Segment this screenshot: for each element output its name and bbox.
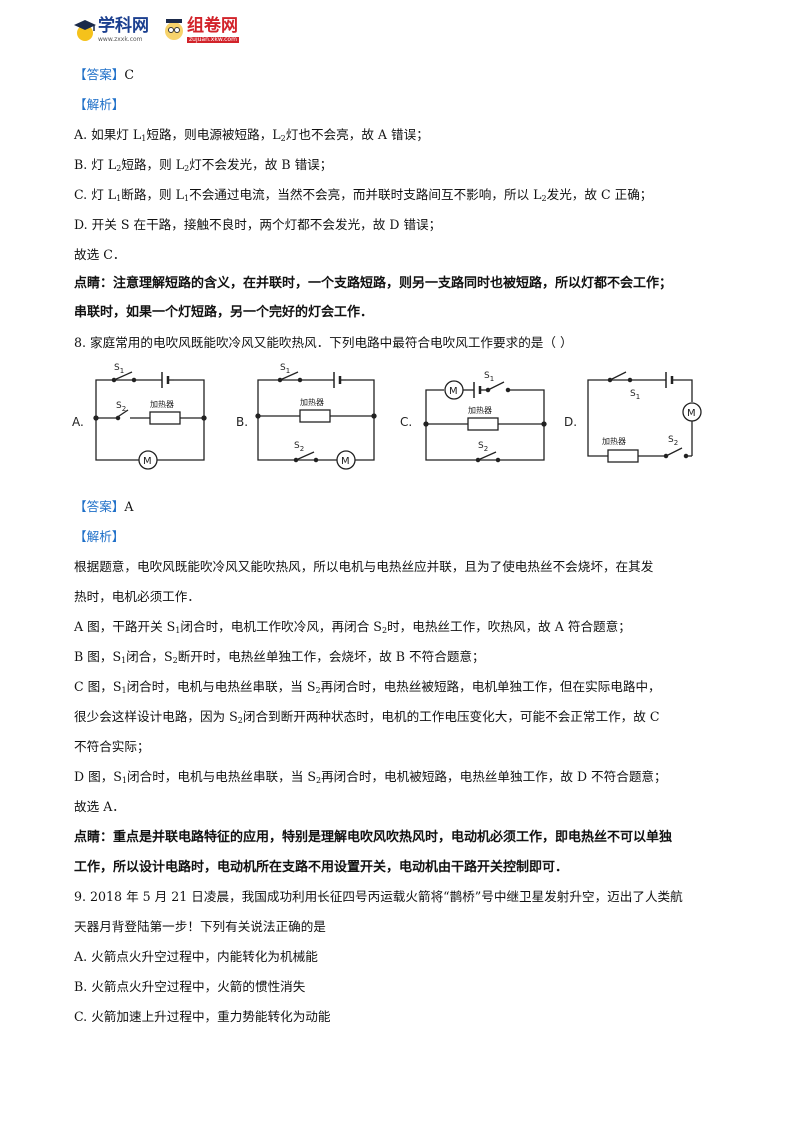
heater-label-a: 加热器 bbox=[150, 399, 174, 409]
s1-label-a: S1 bbox=[114, 363, 124, 375]
q8-option-c-line2: 很少会这样设计电路，因为 S2闭合到断开两种状态时，电机的工作电压变化大，可能不… bbox=[74, 709, 660, 725]
label-c: C. bbox=[400, 415, 412, 429]
answer-value: C bbox=[124, 67, 135, 82]
q9-option-c: C. 火箭加速上升过程中，重力势能转化为动能 bbox=[74, 1009, 331, 1024]
q8-tip-line2: 工作，所以设计电路时，电动机所在支路不用设置开关，电动机由干路开关控制即可． bbox=[74, 860, 569, 875]
q8-option-a: A 图，干路开关 S1闭合时，电机工作吹冷风，再闭合 S2时，电热丝工作，吹热风… bbox=[74, 619, 631, 635]
q8-option-c-line1: C 图，S1闭合时，电机与电热丝串联，当 S2再闭合时，电热丝被短路，电机单独工… bbox=[74, 679, 661, 695]
s1-label-d: S1 bbox=[630, 389, 640, 401]
s1-label-c: S1 bbox=[484, 371, 494, 383]
logo1-text: 学科网 bbox=[98, 15, 149, 36]
zujuanwang-logo: 组卷网 zujuan.xkw.com bbox=[161, 17, 239, 43]
s2-label-d: S2 bbox=[668, 435, 678, 447]
q7-tip-line2: 串联时，如果一个灯短路，另一个完好的灯会工作． bbox=[74, 305, 374, 320]
q9-option-a: A. 火箭点火升空过程中，内能转化为机械能 bbox=[74, 949, 318, 964]
q9-question-line1: 9. 2018 年 5 月 21 日凌晨，我国成功利用长征四号丙运载火箭将“鹊桥… bbox=[74, 889, 683, 904]
circuit-d: D. S1 M 加热器 S2 bbox=[564, 371, 702, 463]
motor-label-a: M bbox=[143, 456, 152, 467]
logo1-url: www.zxxk.com bbox=[98, 35, 143, 43]
label-a: A. bbox=[72, 415, 84, 429]
q7-option-b: B. 灯 L2短路，则 L2灯不会发光，故 B 错误； bbox=[74, 157, 333, 173]
heater-label-d: 加热器 bbox=[602, 436, 626, 446]
q7-choose: 故选 C． bbox=[74, 247, 126, 262]
q7-tip-line1: 点睛：注意理解短路的含义，在并联时，一个支路短路，则另一支路同时也被短路，所以灯… bbox=[74, 276, 673, 291]
q7-option-a: A. 如果灯 L1短路，则电源被短路，L2灯也不会亮，故 A 错误； bbox=[74, 127, 429, 143]
logo2-text: 组卷网 bbox=[187, 15, 238, 36]
motor-label-c: M bbox=[449, 386, 458, 397]
q8-analysis-p1: 根据题意，电吹风既能吹冷风又能吹热风，所以电机与电热丝应并联，且为了使电热丝不会… bbox=[74, 559, 654, 574]
circuit-a: A. S1 S2 加热器 M bbox=[72, 363, 207, 470]
s2-label-c: S2 bbox=[478, 441, 488, 453]
motor-label-b: M bbox=[341, 456, 350, 467]
header-logos: 学科网 www.zxxk.com 组卷网 zujuan.xkw.com bbox=[72, 12, 239, 48]
s2-label-a: S2 bbox=[116, 401, 126, 413]
q8-answer-line: 【答案】A bbox=[74, 499, 134, 514]
q8-option-b: B 图，S1闭合，S2断开时，电热丝单独工作，会烧坏，故 B 不符合题意； bbox=[74, 649, 485, 665]
graduation-cap-icon bbox=[74, 20, 96, 41]
q7-option-d: D. 开关 S 在干路，接触不良时，两个灯都不会发光，故 D 错误； bbox=[74, 217, 442, 232]
s1-label-b: S1 bbox=[280, 363, 290, 375]
q9-option-b: B. 火箭点火升空过程中，火箭的惯性消失 bbox=[74, 979, 306, 994]
q8-analysis-tag: 【解析】 bbox=[74, 529, 125, 544]
logo2-url: zujuan.xkw.com bbox=[187, 35, 239, 43]
circuit-c: C. M S1 加热器 S2 bbox=[400, 371, 547, 463]
q8-analysis-p2: 热时，电机必须工作． bbox=[74, 589, 200, 604]
q8-tip-line1: 点睛：重点是并联电路特征的应用，特别是理解电吹风吹热风时，电动机必须工作，即电热… bbox=[74, 830, 673, 845]
q7-option-c: C. 灯 L1断路，则 L1不会通过电流，当然不会亮，而并联时支路间互不影响，所… bbox=[74, 187, 653, 203]
s2-label-b: S2 bbox=[294, 441, 304, 453]
motor-label-d: M bbox=[687, 408, 696, 419]
label-d: D. bbox=[564, 415, 577, 429]
q9-question-line2: 天器月背登陆第一步！下列有关说法正确的是 bbox=[74, 919, 326, 934]
answer-tag: 【答案】 bbox=[74, 67, 125, 82]
mascot-icon bbox=[165, 19, 183, 40]
q8-question: 8. 家庭常用的电吹风既能吹冷风又能吹热风．下列电路中最符合电吹风工作要求的是（… bbox=[74, 335, 573, 350]
q7-answer-line: 【答案】C bbox=[74, 64, 134, 83]
heater-label-c: 加热器 bbox=[468, 405, 492, 415]
q8-option-c-line3: 不符合实际； bbox=[74, 739, 150, 754]
q7-analysis-tag: 【解析】 bbox=[74, 97, 125, 112]
q8-choose: 故选 A． bbox=[74, 799, 125, 814]
heater-label-b: 加热器 bbox=[300, 397, 324, 407]
label-b: B. bbox=[236, 415, 248, 429]
xuekewang-logo: 学科网 www.zxxk.com bbox=[72, 17, 149, 43]
q8-option-d: D 图，S1闭合时，电机与电热丝串联，当 S2再闭合时，电机被短路，电热丝单独工… bbox=[74, 769, 667, 785]
q8-circuit-diagrams: A. S1 S2 加热器 M B. S1 加热器 bbox=[72, 363, 702, 470]
circuit-b: B. S1 加热器 S2 M bbox=[236, 363, 377, 470]
